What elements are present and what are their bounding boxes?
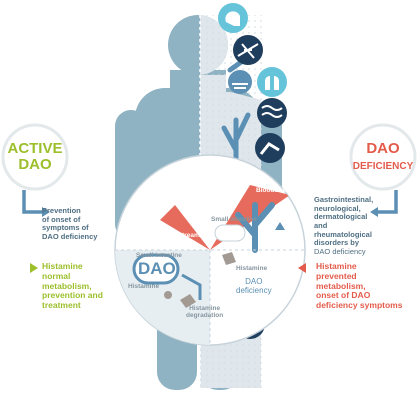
degradation-line1: Histamine	[189, 305, 221, 312]
active-dao-line2: DAO	[18, 155, 52, 173]
disorders-note-line7: DAO deficiency	[314, 246, 366, 256]
bloodstream-label-left: Bloodstream	[160, 232, 200, 239]
disorders-note-line4: and	[314, 220, 328, 230]
active-dao-label: ACTIVE DAO	[3, 141, 67, 173]
dao-deficiency-zoom-label: DAO deficiency	[236, 277, 272, 295]
active-dao-badge	[1, 123, 69, 191]
prevented-outcome-line3: metabolism,	[316, 280, 366, 291]
cold-icon	[257, 98, 287, 128]
normal-metabolism-outcome: Histamine normal metabolism, prevention …	[42, 261, 142, 311]
normal-outcome-line5: treatment	[42, 300, 81, 311]
disorders-note-line1: Gastrointestinal,	[314, 195, 374, 204]
small-intestine-label-right: Small intestine	[211, 216, 257, 223]
left-bullet-arrow	[30, 263, 38, 273]
histamine-degradation-label: Histamine degradation	[186, 305, 223, 320]
normal-outcome-line4: prevention and	[42, 290, 103, 301]
prevented-metabolism-outcome: Histamine prevented metabolism, onset of…	[316, 261, 416, 311]
brain-icon	[218, 3, 248, 33]
nerve-icon	[233, 35, 263, 65]
prevented-outcome-line4: onset of DAO	[316, 290, 371, 301]
small-intestine-label-left: Small intestine	[136, 252, 182, 259]
normal-outcome-line3: metabolism,	[42, 280, 92, 291]
joint-icon	[255, 133, 285, 163]
histamine-label-left: Histamine	[128, 283, 160, 290]
prevention-note-line2: of onset of	[42, 214, 81, 224]
bloodstream-label-right: Bloodstream	[256, 187, 296, 194]
disorders-note-line6: disorders by	[314, 238, 360, 248]
dao-deficiency-label: DAO DEFICIENCY	[351, 141, 415, 173]
prevented-outcome-line5: deficiency symptoms	[316, 300, 403, 311]
skin-icon	[228, 70, 252, 94]
dao-deficiency-zoom-line1: DAO	[245, 277, 263, 286]
dao-deficiency-line2: DEFICIENCY	[352, 160, 414, 172]
right-bullet-arrow	[298, 263, 306, 273]
disorders-note-line3: dermatological	[314, 212, 368, 222]
dao-deficiency-line1: DAO	[366, 140, 400, 157]
prevented-outcome-line2: prevented	[316, 270, 357, 281]
dao-deficiency-zoom-line2: deficiency	[236, 286, 272, 296]
prevention-note-line4: DAO deficiency	[42, 231, 98, 241]
lungs-icon	[257, 67, 287, 97]
prevention-note: Prevention of onset of symptoms of DAO d…	[42, 206, 132, 242]
disorders-note-line2: neurological,	[314, 203, 361, 213]
degradation-line2: degradation	[186, 312, 224, 320]
dao-enzyme-label: DAO	[138, 259, 176, 278]
prevented-outcome-line1: Histamine	[316, 261, 357, 271]
zoom-intestine-circle	[114, 154, 306, 346]
disorders-note: Gastrointestinal, neurological, dermatol…	[314, 195, 414, 256]
dao-deficiency-badge	[349, 123, 417, 191]
right-arrow	[378, 190, 398, 214]
left-arrow	[22, 190, 42, 214]
prevention-note-line1: Prevention	[42, 206, 81, 215]
active-dao-line1: ACTIVE	[7, 140, 63, 157]
normal-outcome-line1: Histamine	[42, 261, 83, 271]
prevention-note-line3: symptoms of	[42, 223, 89, 233]
normal-outcome-line2: normal	[42, 270, 71, 281]
disorders-note-line5: rheumatological	[314, 229, 372, 239]
histamine-label-right: Histamine	[236, 265, 268, 272]
